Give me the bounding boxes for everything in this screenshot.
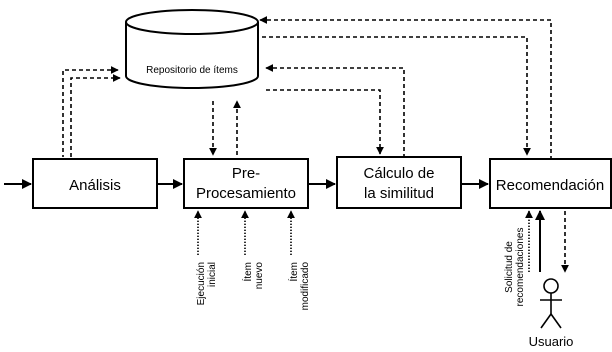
ejecucion-inicial-line1: Ejecución [196, 262, 207, 305]
analisis-label: Análisis [69, 177, 121, 194]
item-nuevo-label: Ítem nuevo [241, 262, 265, 290]
ejecucion-inicial-line2: inicial [207, 262, 218, 287]
calculo-node: Cálculo de la similitud [336, 156, 462, 209]
item-modificado-label: Ítem modificado [287, 262, 311, 311]
calculo-to-repository-arrow [265, 64, 405, 157]
preprocesamiento-label-line1: Pre- [232, 165, 260, 182]
item-modificado-line2: modificado [300, 262, 311, 311]
analisis-node: Análisis [32, 158, 158, 209]
preprocesamiento-label-line2: Procesamiento [196, 185, 296, 202]
repository-to-calculo-arrow [266, 89, 384, 155]
usuario-label: Usuario [529, 334, 574, 349]
repository-to-analisis-arrow [62, 66, 119, 157]
solicitud-line1: Solicitud de [504, 241, 515, 293]
item-nuevo-line1: Ítem [241, 262, 254, 281]
repository-to-recomendacion-arrow [262, 36, 531, 156]
usuario-icon [540, 278, 562, 329]
recomendacion-label: Recomendación [496, 177, 604, 194]
repository-cylinder: Repositorio de ítems [125, 9, 259, 89]
ejecucion-inicial-label: Ejecución inicial [196, 262, 218, 305]
calculo-label-line2: la similitud [364, 185, 434, 202]
recomendacion-to-repository-arrow [259, 16, 552, 159]
item-nuevo-line2: nuevo [254, 262, 265, 290]
solicitud-label: Solicitud de recomendaciones [504, 228, 526, 307]
analisis-to-repository-arrow [70, 74, 121, 157]
item-modificado-line1: Ítem [287, 262, 300, 281]
recomendacion-node: Recomendación [489, 158, 612, 209]
solicitud-line2: recomendaciones [515, 228, 526, 307]
repository-label: Repositorio de ítems [146, 65, 238, 76]
calculo-label-line1: Cálculo de [364, 165, 435, 182]
preprocesamiento-node: Pre- Procesamiento [183, 158, 309, 209]
